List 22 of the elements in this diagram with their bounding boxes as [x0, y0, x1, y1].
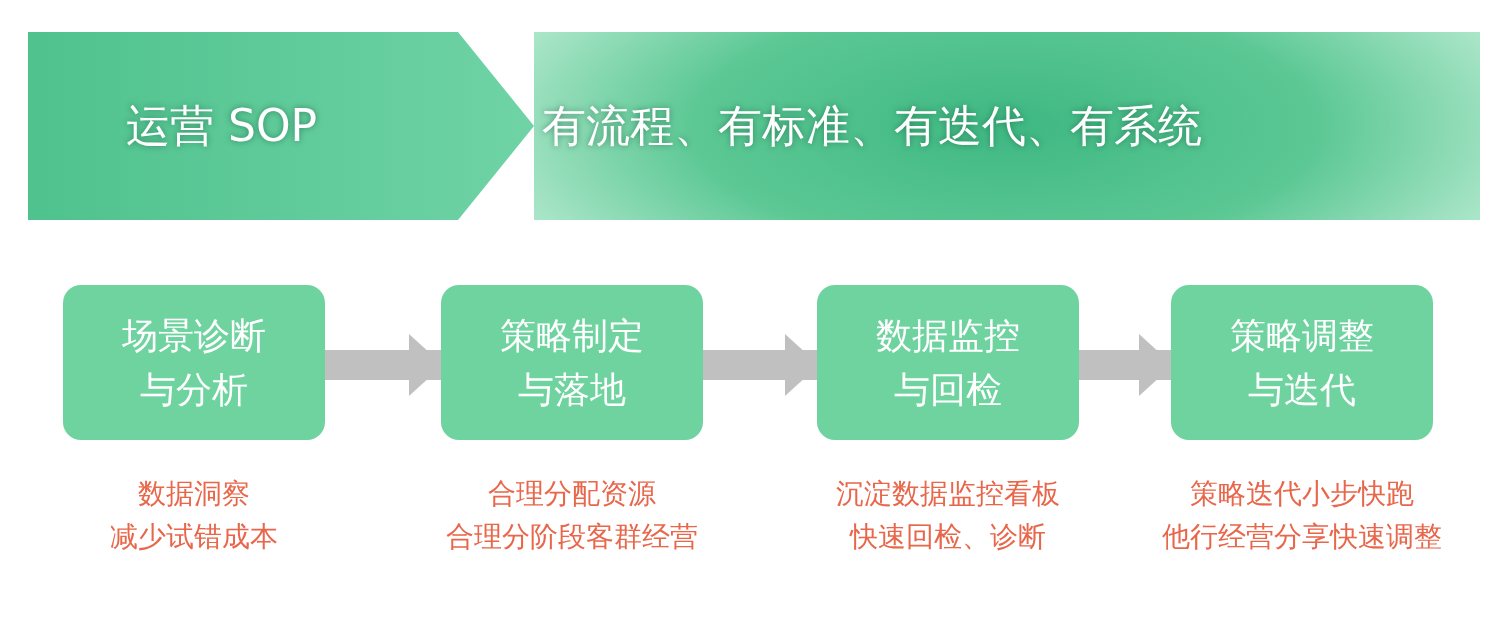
step-note: 策略迭代小步快跑: [1190, 476, 1414, 512]
block-arrow: [1079, 334, 1173, 396]
process-box: [441, 285, 703, 440]
step-note: 沉淀数据监控看板: [836, 476, 1060, 512]
banner-title: 运营 SOP: [126, 98, 318, 153]
process-label: 策略调整与迭代: [1229, 313, 1375, 412]
block-arrow: [703, 334, 819, 396]
banner-band: [534, 32, 1480, 220]
process-label: 策略制定与落地: [499, 313, 645, 412]
step-note: 合理分配资源: [488, 476, 656, 512]
step-note: 减少试错成本: [110, 519, 278, 555]
step-note: 快速回检、诊断: [850, 519, 1046, 555]
block-arrow: [325, 334, 443, 396]
step-note: 数据洞察: [138, 476, 250, 512]
step-note: 他行经营分享快速调整: [1162, 519, 1442, 555]
process-box: [817, 285, 1079, 440]
process-label: 数据监控与回检: [875, 313, 1021, 412]
step-note: 合理分阶段客群经营: [446, 519, 698, 555]
process-label: 场景诊断与分析: [121, 313, 267, 412]
process-box: [63, 285, 325, 440]
process-box: [1171, 285, 1433, 440]
banner-text: 有流程、有标准、有迭代、有系统: [542, 98, 1202, 153]
